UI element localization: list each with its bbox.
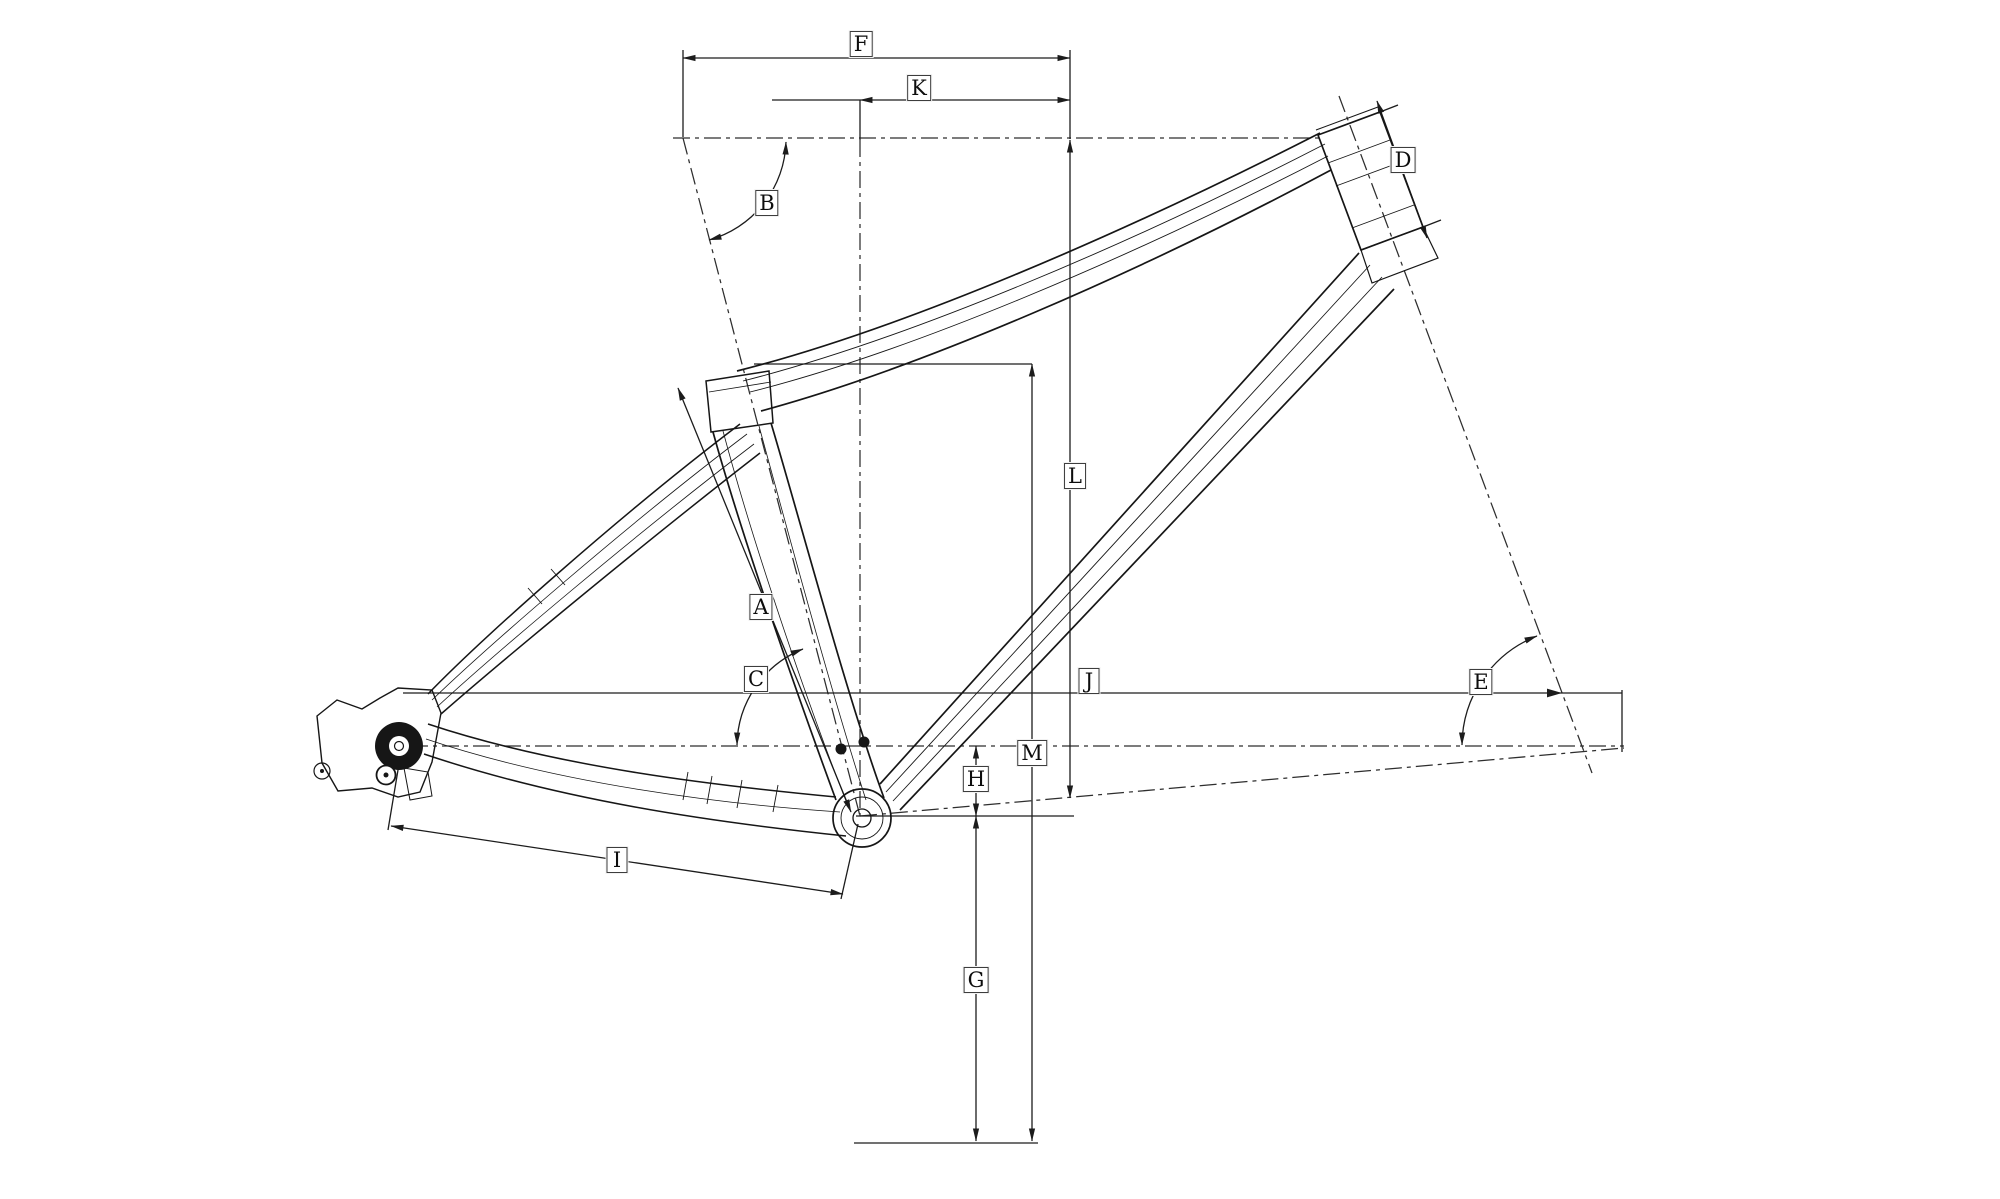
chainstays: [423, 723, 847, 837]
dropout-bolt: [313, 762, 331, 780]
bb-to-front-axle-centerline: [859, 747, 1625, 817]
dim-D-top-extension: [1379, 104, 1399, 113]
dimension-label-D: D: [1390, 147, 1416, 173]
fd-mount-bolt: [835, 743, 847, 755]
dim-J-arrowhead: [1547, 688, 1562, 698]
seat-tube: [712, 422, 885, 807]
head-tube: [1315, 106, 1439, 284]
rear-dropout: [313, 687, 442, 801]
down-tube: [879, 252, 1395, 811]
dimension-label-K: K: [907, 75, 931, 101]
dimension-label-G: G: [963, 967, 989, 993]
dimension-label-L: L: [1064, 463, 1086, 489]
top-tube: [736, 132, 1332, 412]
fd-mount-bolt: [858, 736, 870, 748]
dimension-label-H: H: [962, 766, 990, 792]
derailleur-hanger: [403, 767, 433, 801]
dimension-label-A: A: [749, 594, 773, 620]
dimension-label-I: I: [606, 847, 628, 873]
frame-outline: [313, 106, 1439, 848]
dimension-label-C: C: [743, 666, 769, 692]
dimension-label-E: E: [1469, 669, 1493, 695]
dimension-lines: [387, 50, 1623, 1144]
dimension-label-J: J: [1078, 668, 1100, 694]
dim-I-right-extension: [840, 823, 859, 900]
seat-tube-collar: [705, 370, 774, 433]
reference-centerlines: [380, 95, 1625, 817]
dimension-label-M: M: [1017, 740, 1047, 766]
steering-axis-centerline: [1338, 95, 1593, 774]
dimension-label-B: B: [755, 190, 779, 216]
dim-D-bottom-extension: [1422, 219, 1442, 228]
dim-C-arc: [734, 648, 804, 746]
bottom-bracket: [832, 788, 892, 848]
dimension-label-F: F: [849, 31, 873, 57]
seat-stays: [427, 423, 761, 715]
